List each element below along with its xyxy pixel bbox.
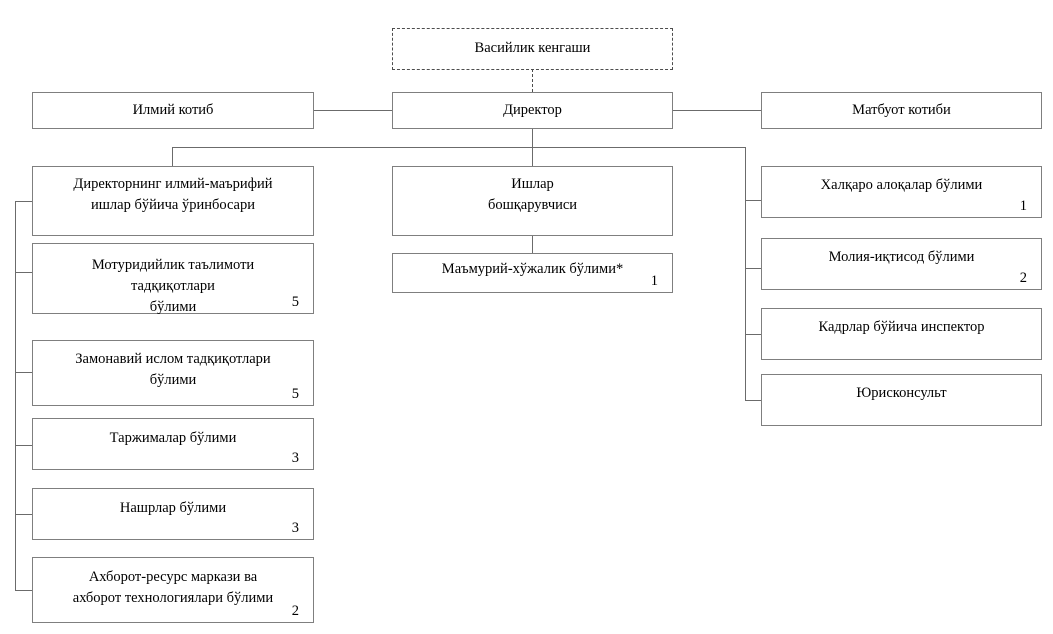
- node-scientific-secretary-label: Илмий котиб: [132, 102, 214, 118]
- node-publications-dept-count: 3: [291, 520, 299, 536]
- connector-left-stub-translations: [15, 445, 33, 446]
- connector-council-to-director: [532, 69, 533, 92]
- node-finance-economy-dept-label: Молия-иқтисод бўлими: [828, 249, 975, 265]
- node-hr-inspector-label: Кадрлар бўйича инспектор: [818, 319, 985, 335]
- connector-director-to-press-secretary: [671, 110, 761, 111]
- node-affairs-manager[interactable]: Ишлар бошқарувчиси: [392, 166, 673, 236]
- node-maturidi-dept[interactable]: Мотуридийлик таълимоти тадқиқотлари бўли…: [32, 243, 314, 315]
- node-international-relations-dept[interactable]: Халқаро алоқалар бўлими 1: [761, 166, 1042, 218]
- node-info-resource-dept-count: 2: [291, 603, 299, 619]
- node-press-secretary-label: Матбуот котиби: [852, 102, 951, 118]
- connector-left-stub-maturidi: [15, 272, 33, 273]
- node-legal-counsel-label: Юрисконсульт: [856, 385, 947, 401]
- node-admin-economic-dept-count: 1: [650, 273, 658, 289]
- node-deputy-director-label: Директорнинг илмий-маърифий ишлар бўйича…: [73, 176, 273, 213]
- node-finance-economy-dept-count: 2: [1019, 270, 1027, 286]
- connector-main-bus: [172, 147, 746, 148]
- node-international-relations-dept-label: Халқаро алоқалар бўлими: [820, 177, 983, 193]
- node-info-resource-dept[interactable]: Ахборот-ресурс маркази ва ахборот технол…: [32, 557, 314, 623]
- node-legal-counsel[interactable]: Юрисконсульт: [761, 374, 1042, 426]
- node-international-relations-dept-count: 1: [1019, 198, 1027, 214]
- node-modern-islam-dept-label: Замонавий ислом тадқиқотлари бўлими: [75, 351, 271, 388]
- node-council[interactable]: Васийлик кенгаши: [392, 28, 673, 70]
- node-press-secretary[interactable]: Матбуот котиби: [761, 92, 1042, 129]
- connector-affairs-to-admin-dept: [532, 235, 533, 253]
- node-publications-dept[interactable]: Нашрлар бўлими 3: [32, 488, 314, 540]
- connector-right-stub-hr: [745, 334, 762, 335]
- node-publications-dept-label: Нашрлар бўлими: [119, 500, 227, 516]
- node-info-resource-dept-label: Ахборот-ресурс маркази ва ахборот технол…: [72, 569, 274, 606]
- node-maturidi-dept-label: Мотуридийлик таълимоти тадқиқотлари бўли…: [91, 257, 255, 315]
- node-admin-economic-dept-label: Маъмурий-хўжалик бўлими*: [441, 261, 624, 277]
- node-hr-inspector[interactable]: Кадрлар бўйича инспектор: [761, 308, 1042, 360]
- node-director[interactable]: Директор: [392, 92, 673, 129]
- connector-left-stub-modern-islam: [15, 372, 33, 373]
- node-scientific-secretary[interactable]: Илмий котиб: [32, 92, 314, 129]
- connector-bus-to-affairs-manager: [532, 147, 533, 166]
- connector-director-drop: [532, 128, 533, 148]
- node-translations-dept-count: 3: [291, 450, 299, 466]
- node-translations-dept[interactable]: Таржималар бўлими 3: [32, 418, 314, 470]
- connector-left-stub-deputy: [15, 201, 33, 202]
- node-admin-economic-dept[interactable]: Маъмурий-хўжалик бўлими* 1: [392, 253, 673, 293]
- node-finance-economy-dept[interactable]: Молия-иқтисод бўлими 2: [761, 238, 1042, 290]
- connector-bus-to-deputy-director: [172, 147, 173, 166]
- connector-left-stub-publications: [15, 514, 33, 515]
- node-modern-islam-dept[interactable]: Замонавий ислом тадқиқотлари бўлими 5: [32, 340, 314, 406]
- connector-right-stub-international: [745, 200, 762, 201]
- node-affairs-manager-label: Ишлар бошқарувчиси: [487, 176, 578, 213]
- node-director-label: Директор: [503, 102, 562, 118]
- node-council-label: Васийлик кенгаши: [474, 40, 591, 56]
- connector-left-spine: [15, 201, 16, 590]
- connector-left-stub-info-resource: [15, 590, 33, 591]
- connector-right-stub-finance: [745, 268, 762, 269]
- connector-right-stub-legal: [745, 400, 762, 401]
- connector-director-to-scientific-secretary: [314, 110, 393, 111]
- node-modern-islam-dept-count: 5: [291, 386, 299, 402]
- node-translations-dept-label: Таржималар бўлими: [109, 430, 237, 446]
- node-maturidi-dept-count: 5: [291, 294, 299, 310]
- node-deputy-director[interactable]: Директорнинг илмий-маърифий ишлар бўйича…: [32, 166, 314, 236]
- connector-right-spine: [745, 147, 746, 401]
